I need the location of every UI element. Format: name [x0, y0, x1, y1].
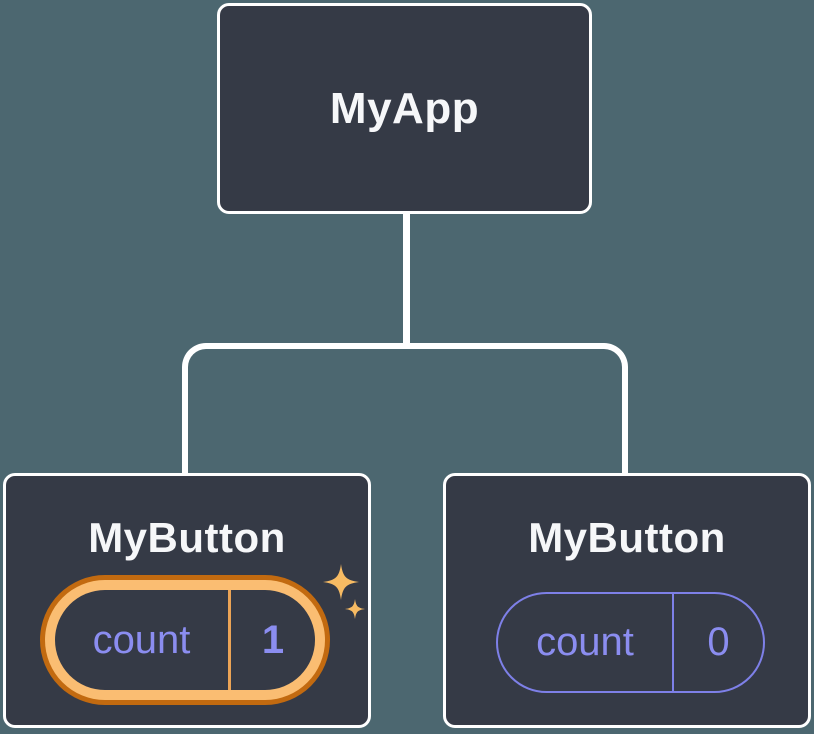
node-mybutton-updated: MyButton count 1	[3, 473, 371, 728]
node-mybutton-unchanged-label: MyButton	[528, 514, 726, 561]
node-mybutton-updated-label: MyButton	[88, 514, 286, 561]
state-key: count	[92, 617, 191, 662]
node-mybutton-unchanged: MyButton count 0	[443, 473, 811, 728]
state-value: 1	[261, 617, 285, 662]
connector-branch-bracket	[182, 343, 628, 473]
connector-root-stem	[403, 211, 410, 346]
node-myapp-label: MyApp	[329, 83, 480, 133]
state-pill-body: count 1	[55, 590, 315, 690]
state-key: count	[536, 620, 634, 664]
state-pill-highlighted: count 1	[40, 575, 330, 705]
sparkle-icon	[323, 564, 359, 600]
sparkle-icon	[345, 599, 365, 619]
state-pill-plain: count 0	[496, 592, 765, 693]
state-pill-divider	[228, 590, 231, 690]
node-myapp: MyApp	[217, 3, 592, 214]
state-pill-divider	[672, 594, 674, 691]
state-pill-highlight-band: count 1	[45, 580, 325, 700]
state-value: 0	[707, 620, 730, 664]
